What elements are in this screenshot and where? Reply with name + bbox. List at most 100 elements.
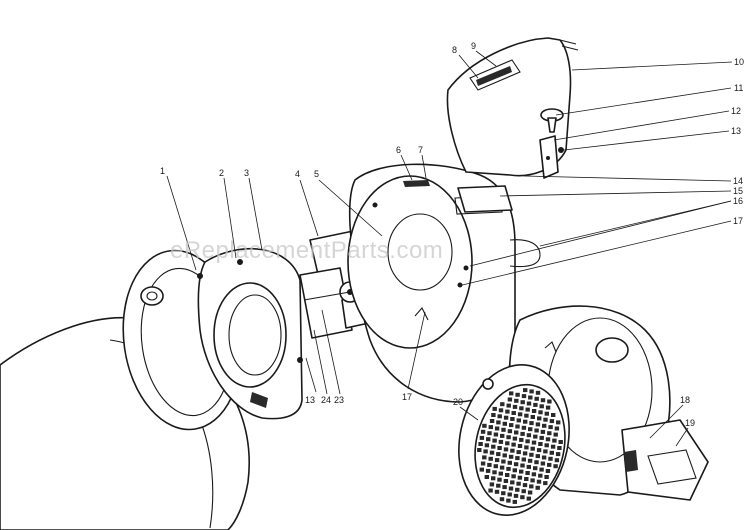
grille-cell (503, 415, 509, 420)
grille-cell (505, 441, 510, 446)
grille-cell (515, 456, 520, 461)
grille-cell (540, 429, 546, 434)
grille-cell (501, 459, 506, 464)
grille-cell (523, 419, 528, 424)
grille-cell (492, 470, 497, 475)
grille-cell (527, 490, 533, 495)
grille-cell (540, 461, 546, 466)
grille-cell (545, 437, 551, 442)
grille-cell (549, 450, 554, 455)
grille-cell (506, 435, 511, 440)
grille-cell (489, 450, 495, 455)
grille-cell (507, 460, 512, 465)
grille-cell (489, 419, 495, 423)
grille-cell (500, 433, 505, 438)
grille-cell (547, 431, 552, 436)
grille-cell (548, 425, 553, 430)
grille-cell (545, 405, 551, 410)
grille-cell (498, 471, 503, 476)
grille-cell (494, 426, 500, 431)
grille-cell (521, 425, 527, 430)
grille-cell (543, 481, 548, 486)
grille-cell (499, 497, 505, 502)
grille-cell (528, 427, 533, 432)
callout-18: 18 (680, 395, 690, 405)
callout-8: 8 (452, 45, 457, 55)
grille-cell (524, 413, 529, 418)
grille-cell (515, 392, 520, 397)
grille-cell (507, 429, 513, 434)
grille-cell (524, 477, 529, 481)
grille-cell (480, 429, 486, 434)
grille-cell (531, 409, 537, 413)
callout-24: 24 (321, 395, 331, 405)
grille-cell (499, 465, 505, 470)
grille-cell (524, 445, 529, 450)
grille-cell (509, 423, 514, 428)
callout-11: 11 (734, 83, 743, 93)
grille-cell (529, 484, 534, 489)
grille-cell (543, 417, 548, 422)
grille-cell (547, 399, 552, 404)
grille-cell (525, 471, 530, 475)
grille-cell (520, 463, 525, 468)
grille-cell (513, 493, 519, 498)
watermark-text: eReplacementParts.com (170, 237, 443, 264)
grille-cell (525, 407, 530, 412)
grille-cell (536, 448, 542, 453)
grille-cell (501, 427, 506, 432)
grille-cell (482, 423, 487, 428)
callout-17-lower: 17 (402, 392, 412, 402)
grille-cell (516, 418, 521, 423)
grille-cell (554, 426, 560, 431)
grille-cell (493, 432, 499, 437)
backing-plate (197, 247, 303, 420)
grille-cell (511, 442, 516, 447)
grille-cell (505, 473, 510, 477)
grille-cell (502, 421, 507, 426)
grille-cell (509, 391, 514, 396)
callout-1: 1 (160, 166, 165, 176)
grille-cell (478, 442, 483, 446)
knob-and-bracket (539, 108, 564, 179)
grille-cell (506, 498, 511, 503)
grille-cell (500, 402, 505, 407)
grille-cell (550, 444, 556, 449)
grille-cell (496, 452, 501, 457)
grille-cell (496, 483, 501, 488)
grille-cell (492, 406, 497, 411)
grille-cell (477, 448, 482, 452)
grille-cell (516, 450, 521, 455)
callout-15: 15 (733, 186, 743, 196)
grille-cell (541, 455, 547, 460)
grille-cell (507, 397, 513, 402)
grille-cell (553, 464, 558, 469)
grille-cell (486, 437, 491, 442)
grille-cell (538, 473, 543, 478)
grille-cell (517, 412, 523, 417)
grille-cell (482, 455, 487, 460)
grille-cell (511, 474, 516, 479)
grille-cell (538, 410, 543, 415)
grille-cell (547, 462, 552, 467)
grille-cell (519, 437, 524, 442)
grille-cell (534, 460, 539, 465)
grille-cell (531, 440, 537, 445)
grille-cell (530, 446, 535, 451)
callout-14: 14 (733, 176, 743, 186)
grille-cell (512, 468, 517, 473)
callout-13-lower: 13 (305, 395, 315, 405)
grille-cell (479, 467, 484, 472)
grille-cell (521, 457, 526, 462)
grille-cell (496, 420, 501, 425)
callout-13-upper: 13 (731, 126, 741, 136)
grille-cell (485, 468, 491, 473)
grille-cell (535, 422, 541, 427)
grille-cell (522, 483, 528, 488)
grille-cell (553, 432, 558, 437)
grille-cell (540, 398, 546, 403)
grille-cell (538, 442, 543, 446)
callout-23: 23 (334, 395, 344, 405)
